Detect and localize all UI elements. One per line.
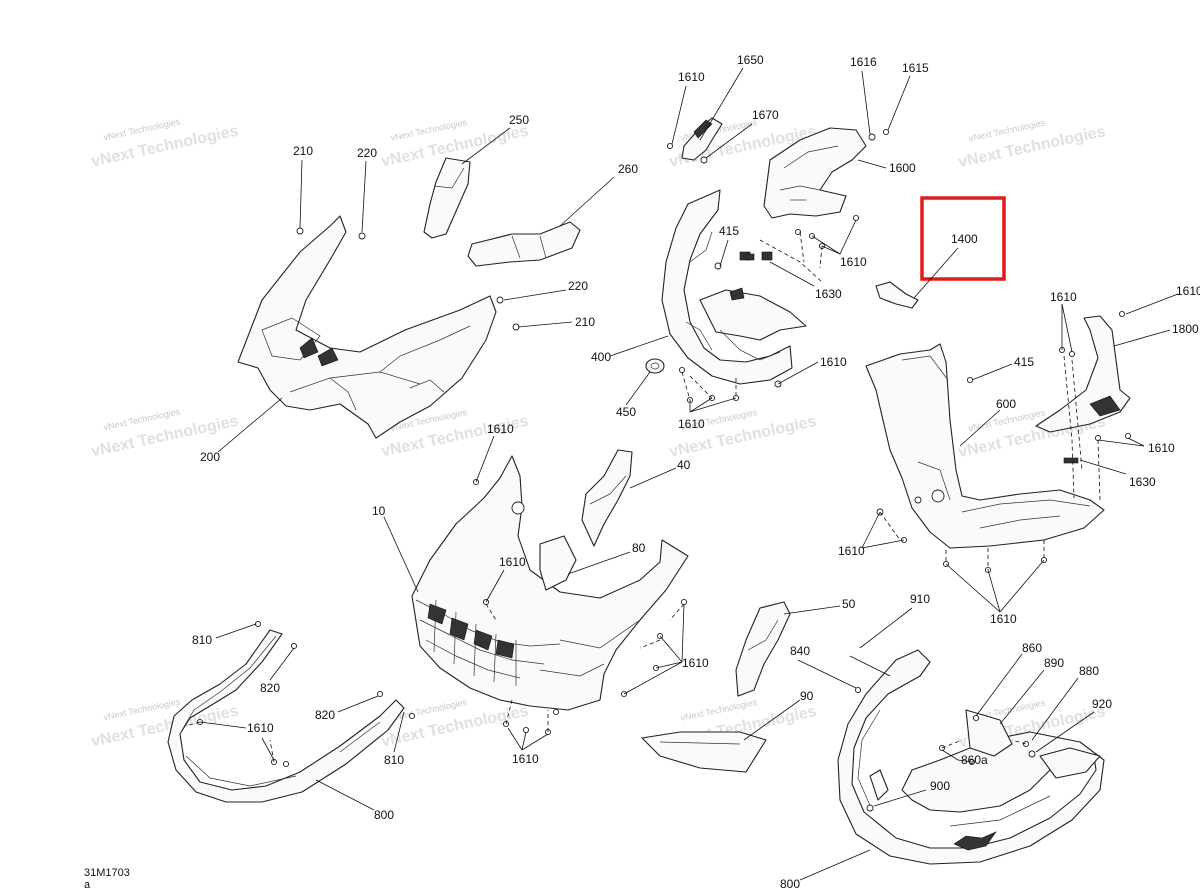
callout-1400[interactable]: 1400: [951, 232, 978, 246]
part-40-trim[interactable]: [581, 449, 633, 547]
callout-820[interactable]: 820: [260, 681, 280, 695]
callout-1670[interactable]: 1670: [752, 108, 779, 122]
callout-50[interactable]: 50: [842, 597, 856, 611]
callout-1630[interactable]: 1630: [1129, 475, 1156, 489]
clip-icon: [358, 232, 366, 240]
part-200-upper-fairing[interactable]: [237, 215, 520, 439]
callout-1610[interactable]: 1610: [678, 417, 705, 431]
callout-1800[interactable]: 1800: [1172, 322, 1199, 336]
callout-1610[interactable]: 1610: [499, 555, 526, 569]
part-600-side-panel[interactable]: [865, 343, 1105, 574]
callout-210[interactable]: 210: [293, 144, 313, 158]
part-1800-trim[interactable]: [1035, 310, 1132, 464]
clip-icon: [761, 251, 773, 261]
screw-icon: [714, 262, 722, 270]
highlight-box: [920, 196, 1006, 281]
callout-260[interactable]: 260: [618, 162, 638, 176]
callout-90[interactable]: 90: [800, 689, 814, 703]
part-450-grommet[interactable]: [645, 358, 665, 374]
callout-1610[interactable]: 1610: [1148, 441, 1175, 455]
callout-450[interactable]: 450: [616, 405, 636, 419]
callout-220[interactable]: 220: [357, 146, 377, 160]
leader-lines: [199, 67, 1179, 881]
callout-1615[interactable]: 1615: [902, 61, 929, 75]
callout-840[interactable]: 840: [790, 644, 810, 658]
callout-810[interactable]: 810: [192, 633, 212, 647]
document-code: 31M1703: [84, 867, 130, 879]
part-1600-side-trim[interactable]: [763, 127, 867, 219]
callout-1610[interactable]: 1610: [512, 752, 539, 766]
part-1650-bracket[interactable]: [666, 117, 723, 164]
callout-1600[interactable]: 1600: [889, 161, 916, 175]
part-800-bumper-right[interactable]: [837, 649, 1105, 865]
clip-icon: [496, 296, 504, 304]
callout-1610[interactable]: 1610: [678, 70, 705, 84]
callout-400[interactable]: 400: [591, 350, 611, 364]
callout-860a[interactable]: 860a: [961, 753, 988, 767]
callout-810[interactable]: 810: [384, 753, 404, 767]
callout-860[interactable]: 860: [1022, 641, 1042, 655]
callout-1610[interactable]: 1610: [838, 544, 865, 558]
callout-40[interactable]: 40: [677, 458, 691, 472]
callout-80[interactable]: 80: [632, 541, 646, 555]
part-250-trim[interactable]: [423, 157, 471, 239]
part-90-skid-panel[interactable]: [641, 731, 767, 773]
callout-1610[interactable]: 1610: [487, 422, 514, 436]
callout-1610[interactable]: 1610: [990, 612, 1017, 626]
document-revision: a: [84, 879, 91, 890]
callout-820[interactable]: 820: [315, 708, 335, 722]
callout-600[interactable]: 600: [996, 397, 1016, 411]
grille-mesh: [415, 599, 561, 686]
callout-210[interactable]: 210: [575, 315, 595, 329]
callout-1616[interactable]: 1616: [850, 55, 877, 69]
callout-910[interactable]: 910: [910, 592, 930, 606]
callout-1610[interactable]: 1610: [1050, 290, 1077, 304]
callout-800[interactable]: 800: [374, 808, 394, 822]
clip-1670-icon: [700, 156, 708, 164]
callout-900[interactable]: 900: [930, 779, 950, 793]
part-260-trim[interactable]: [467, 221, 581, 267]
part-1400-trim-piece[interactable]: [875, 281, 919, 309]
callout-labels: 1650 1610 1670 1616 1615 250 210 220 260…: [192, 53, 1200, 890]
callout-1610[interactable]: 1610: [840, 255, 867, 269]
callout-415[interactable]: 415: [719, 224, 739, 238]
callout-1610[interactable]: 1610: [682, 656, 709, 670]
callout-200[interactable]: 200: [200, 450, 220, 464]
callout-1630[interactable]: 1630: [815, 287, 842, 301]
callout-890[interactable]: 890: [1044, 656, 1064, 670]
callout-1610[interactable]: 1610: [247, 721, 274, 735]
callout-220[interactable]: 220: [568, 279, 588, 293]
callout-1650[interactable]: 1650: [737, 53, 764, 67]
callout-1610[interactable]: 1610: [1176, 284, 1200, 298]
screw-icon: [296, 227, 304, 235]
callout-10[interactable]: 10: [372, 504, 386, 518]
callout-250[interactable]: 250: [509, 113, 529, 127]
part-50-trim[interactable]: [735, 601, 791, 697]
callout-880[interactable]: 880: [1079, 664, 1099, 678]
callout-920[interactable]: 920: [1092, 697, 1112, 711]
fasteners-1616-1615: [868, 128, 890, 141]
callout-1610[interactable]: 1610: [820, 355, 847, 369]
clips-1630: [745, 253, 755, 261]
callout-415[interactable]: 415: [1014, 355, 1034, 369]
part-10-nose-grille[interactable]: [411, 455, 689, 736]
part-80-trim[interactable]: [539, 535, 577, 591]
part-400-side-panel[interactable]: [661, 189, 807, 388]
callout-800[interactable]: 800: [780, 877, 800, 890]
